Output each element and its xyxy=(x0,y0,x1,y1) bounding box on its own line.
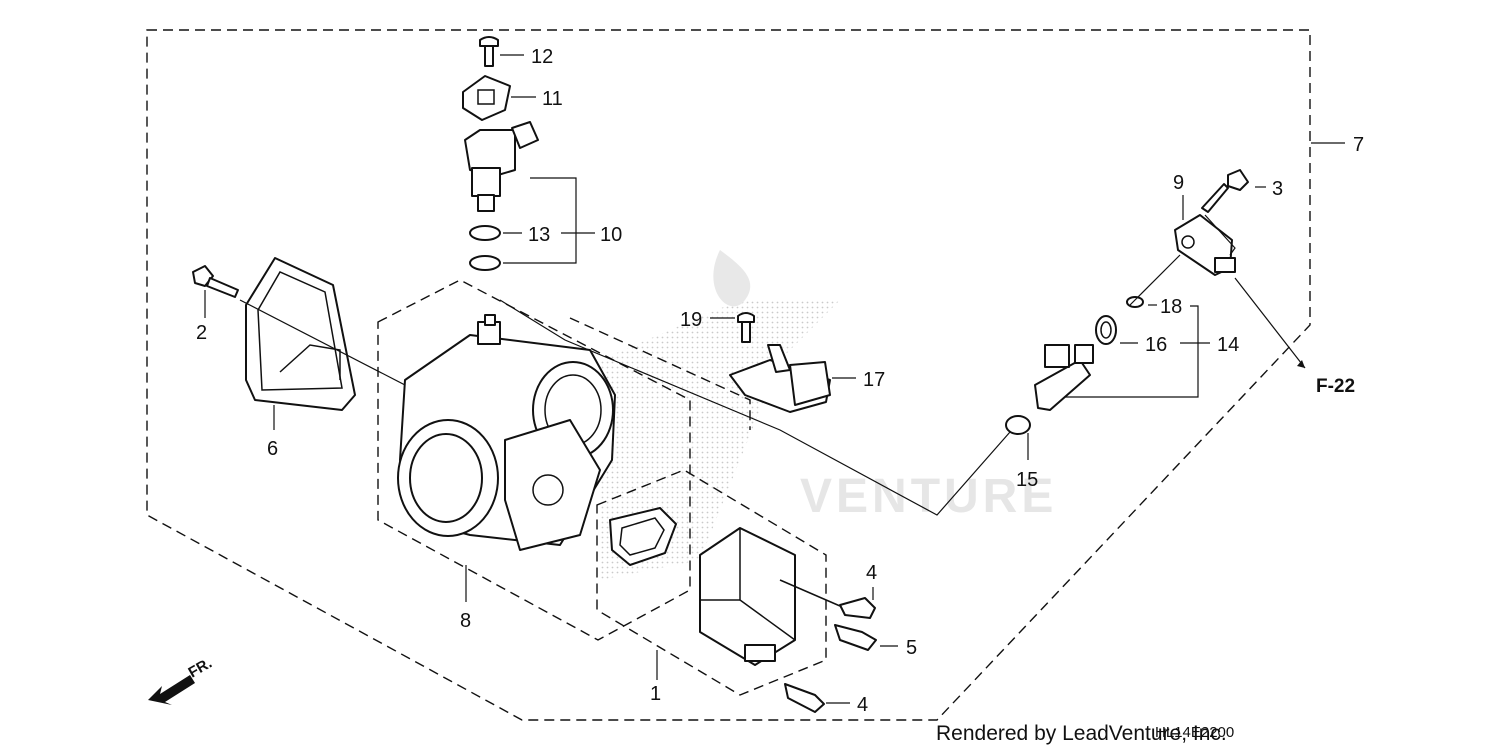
callout-10: 10 xyxy=(600,224,622,246)
bolt-4-upper xyxy=(779,579,876,619)
injector-14 xyxy=(1034,344,1094,411)
callout-7: 7 xyxy=(1353,134,1364,156)
callout-14: 14 xyxy=(1217,334,1239,356)
sensor-unit-1 xyxy=(699,527,796,666)
joint-9 xyxy=(1174,214,1236,276)
o-ring-13 xyxy=(469,225,501,241)
callout-13: 13 xyxy=(528,224,550,246)
diagram-code: HL14E2200 xyxy=(1155,724,1234,741)
sensor-10 xyxy=(464,121,539,212)
assembly-boundary xyxy=(146,29,1311,721)
throttle-body-boundary xyxy=(377,279,691,641)
screw-19 xyxy=(737,312,755,343)
callout-5: 5 xyxy=(906,637,917,659)
bolt-5 xyxy=(834,624,877,651)
bracket-boundary xyxy=(569,317,751,430)
gasket xyxy=(609,507,677,566)
callout-9: 9 xyxy=(1173,172,1184,194)
screw-12 xyxy=(479,36,499,67)
bracket-17 xyxy=(729,344,831,413)
callout-3: 3 xyxy=(1272,178,1283,200)
bolt-2 xyxy=(192,265,239,298)
callout-18: 18 xyxy=(1160,296,1182,318)
throttle-body-8 xyxy=(397,314,616,551)
o-ring-18 xyxy=(1126,296,1144,308)
bolt-3 xyxy=(1201,169,1249,213)
credit-text: Rendered by LeadVenture, Inc. xyxy=(936,722,1227,745)
callout-4-upper: 4 xyxy=(866,562,877,584)
bolt-4-lower xyxy=(784,683,825,713)
callout-4-lower: 4 xyxy=(857,694,868,716)
seal-10 xyxy=(469,255,501,271)
callout-15: 15 xyxy=(1016,469,1038,491)
reference-label: F-22 xyxy=(1316,376,1355,397)
callout-19: 19 xyxy=(680,309,702,331)
callout-17: 17 xyxy=(863,369,885,391)
seal-16 xyxy=(1095,315,1117,345)
seal-15 xyxy=(1005,415,1031,435)
callout-12: 12 xyxy=(531,46,553,68)
callout-6: 6 xyxy=(267,438,278,460)
watermark-text: VENTURE xyxy=(800,470,1057,523)
callout-2: 2 xyxy=(196,322,207,344)
callout-16: 16 xyxy=(1145,334,1167,356)
front-direction-arrow: FR. xyxy=(148,655,215,705)
callout-11: 11 xyxy=(542,88,563,110)
plate-11 xyxy=(462,75,511,121)
cover-6 xyxy=(245,257,356,411)
leader-lines xyxy=(204,54,1345,704)
callout-1: 1 xyxy=(650,683,661,705)
callout-8: 8 xyxy=(460,610,471,632)
